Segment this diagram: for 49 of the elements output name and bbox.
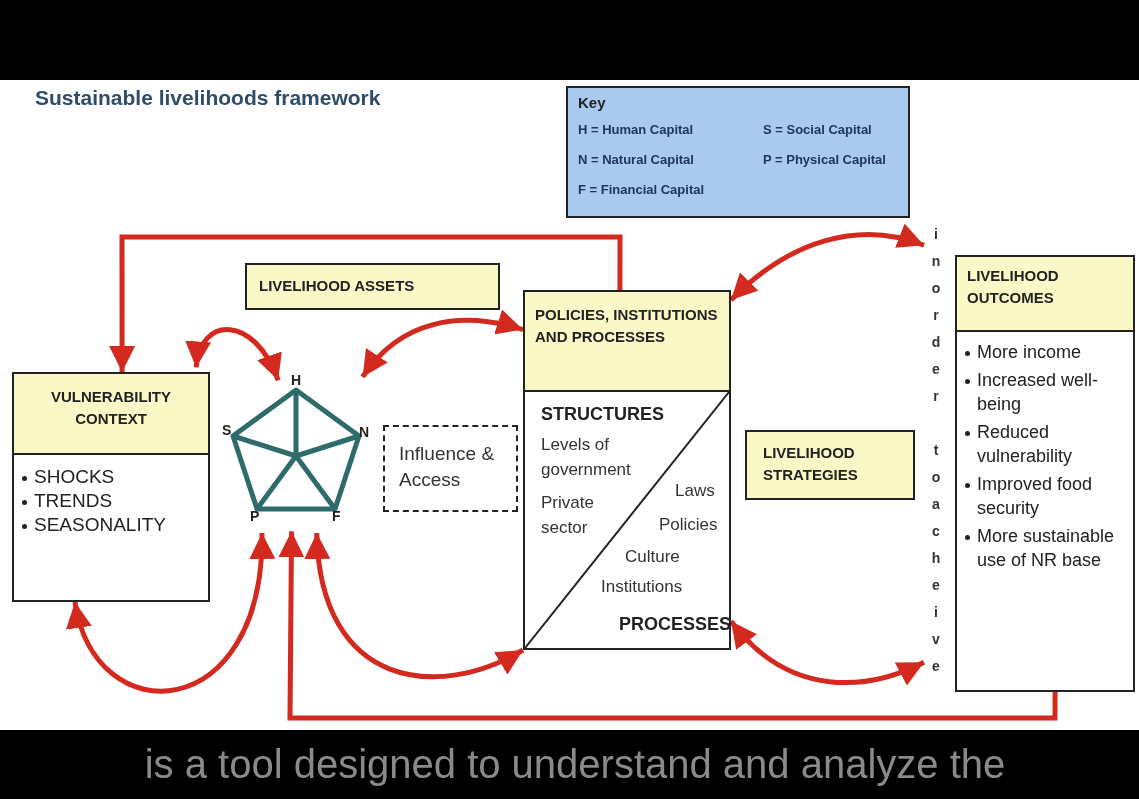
- vertex-label: F: [332, 508, 341, 524]
- text-item: Levels of government: [541, 434, 632, 481]
- key-heading: Key: [578, 94, 606, 111]
- key-entry: P = Physical Capital: [763, 152, 886, 167]
- arrow: [278, 531, 1058, 721]
- arrow: [109, 234, 623, 372]
- text-item: Policies: [659, 514, 718, 536]
- label-box: [745, 430, 915, 500]
- bullet-item: More income: [963, 340, 1127, 364]
- key-box: [566, 86, 910, 218]
- bullet-item: Increased well-being: [963, 368, 1127, 416]
- subtitle-text: is a tool designed to understand and analyze the: [143, 741, 1007, 788]
- list-box: [955, 255, 1135, 692]
- bullet-item: More sustainable use of NR base: [963, 524, 1127, 572]
- bullet-item: Reduced vulnerability: [963, 420, 1127, 468]
- dashed-box: [383, 425, 518, 512]
- bullet-item: Improved food security: [963, 472, 1127, 520]
- text-item: Laws: [675, 480, 715, 502]
- box-heading: VULNERABILITY CONTEXT: [14, 374, 208, 455]
- list-box: [12, 372, 210, 602]
- text-item: Private sector: [541, 492, 595, 539]
- vertex-label: P: [250, 508, 260, 524]
- box-heading: LIVELIHOOD OUTCOMES: [957, 257, 1133, 332]
- box-label: LIVELIHOOD STRATEGIES: [762, 443, 859, 485]
- bullet-item: SHOCKS: [20, 465, 202, 489]
- key-entry: H = Human Capital: [578, 122, 694, 137]
- key-entry: F = Financial Capital: [578, 182, 705, 197]
- section-heading: STRUCTURES: [541, 403, 664, 426]
- label-box: [245, 263, 500, 310]
- box-heading: POLICIES, INSTITUTIONS AND PROCESSES: [525, 292, 729, 392]
- key-entry: S = Social Capital: [763, 122, 872, 137]
- box-label: Influence & Access: [398, 442, 496, 492]
- vertex-label: H: [291, 372, 302, 388]
- split-box: [523, 290, 731, 650]
- text-item: Institutions: [601, 576, 683, 598]
- bullet-item: SEASONALITY: [20, 513, 202, 537]
- vertical-letters: inorder toacheive: [927, 226, 945, 685]
- key-entry: N = Natural Capital: [578, 152, 694, 167]
- curved-arrow: [306, 532, 525, 680]
- diagram-title: Sustainable livelihoods framework: [35, 86, 381, 110]
- curved-arrow: [187, 327, 281, 382]
- section-heading: PROCESSES: [619, 613, 732, 636]
- text-item: Culture: [625, 546, 680, 568]
- vertex-label: S: [222, 422, 232, 438]
- vertex-label: N: [359, 424, 370, 440]
- curved-arrow: [69, 532, 274, 694]
- curved-arrow: [360, 310, 524, 379]
- box-label: LIVELIHOOD ASSETS: [258, 276, 416, 296]
- bullet-item: TRENDS: [20, 489, 202, 513]
